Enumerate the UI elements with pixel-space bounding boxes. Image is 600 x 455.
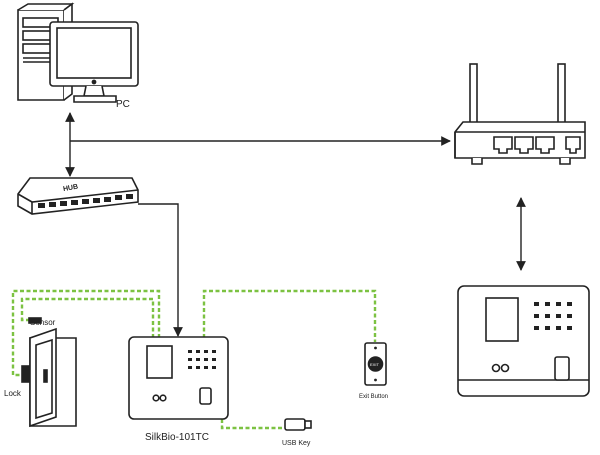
wiring: [11, 289, 377, 430]
exit-sign-label: EXIT: [370, 362, 379, 367]
sensor-wire: [20, 297, 155, 338]
router-icon: [454, 63, 586, 165]
large-keypad: [534, 302, 572, 330]
usb-key-icon: [284, 418, 312, 431]
device-icon: [128, 336, 229, 420]
door-icon: [21, 317, 77, 428]
lock-wire: [11, 289, 161, 377]
hub-label: HUB: [63, 184, 79, 194]
sensor-icon: [28, 317, 42, 324]
hub-device-link: [138, 203, 183, 337]
usb-wire: [220, 419, 285, 430]
usb-key-label: USB Key: [282, 440, 311, 447]
sensor-label: Sensor: [30, 318, 56, 327]
exit-wire: [202, 289, 377, 342]
hub-icon: [17, 177, 139, 215]
exit-button-label: Exit Button: [359, 394, 388, 400]
pc-label: PC: [116, 99, 130, 110]
lock-label: Lock: [4, 389, 22, 398]
pc-icon: [17, 2, 139, 103]
keypad: [188, 350, 216, 369]
exit-button-icon: [364, 342, 387, 386]
large-fingerprint-sensor: [554, 356, 570, 381]
lock-icon: [21, 365, 30, 383]
network-lines: [65, 112, 526, 337]
device-label: SilkBio-101TC: [145, 432, 209, 443]
device-large-icon: [457, 285, 590, 397]
fingerprint-sensor: [199, 387, 212, 405]
